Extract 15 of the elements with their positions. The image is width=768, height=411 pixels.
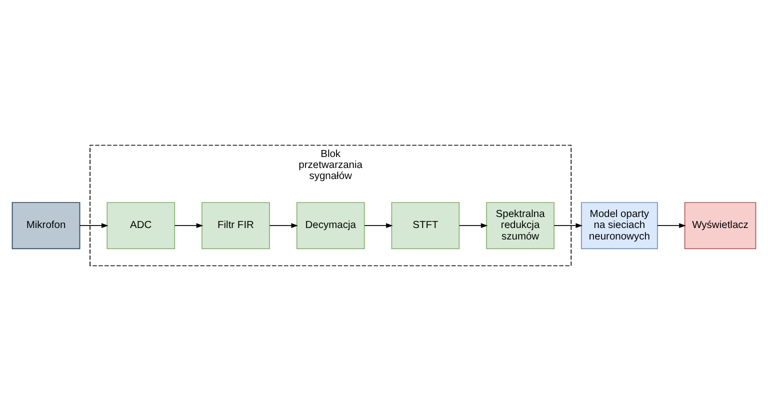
arrow	[269, 223, 298, 228]
node-box: Model oparty na sieciach neuronowych	[580, 202, 658, 250]
arrow	[657, 223, 686, 228]
node-box: Spektralna redukcja szumów	[486, 202, 554, 250]
arrow	[554, 223, 583, 228]
node-box: STFT	[391, 202, 460, 250]
node-box: Decymacja	[296, 202, 365, 250]
arrow	[174, 223, 204, 228]
node-box: Wyświetlacz	[684, 202, 756, 250]
node-box: Mikrofon	[12, 202, 80, 250]
node-box: Filtr FIR	[202, 202, 270, 250]
arrow	[458, 223, 488, 228]
arrow	[80, 223, 108, 228]
arrow	[364, 223, 393, 228]
node-box: ADC	[106, 202, 176, 250]
